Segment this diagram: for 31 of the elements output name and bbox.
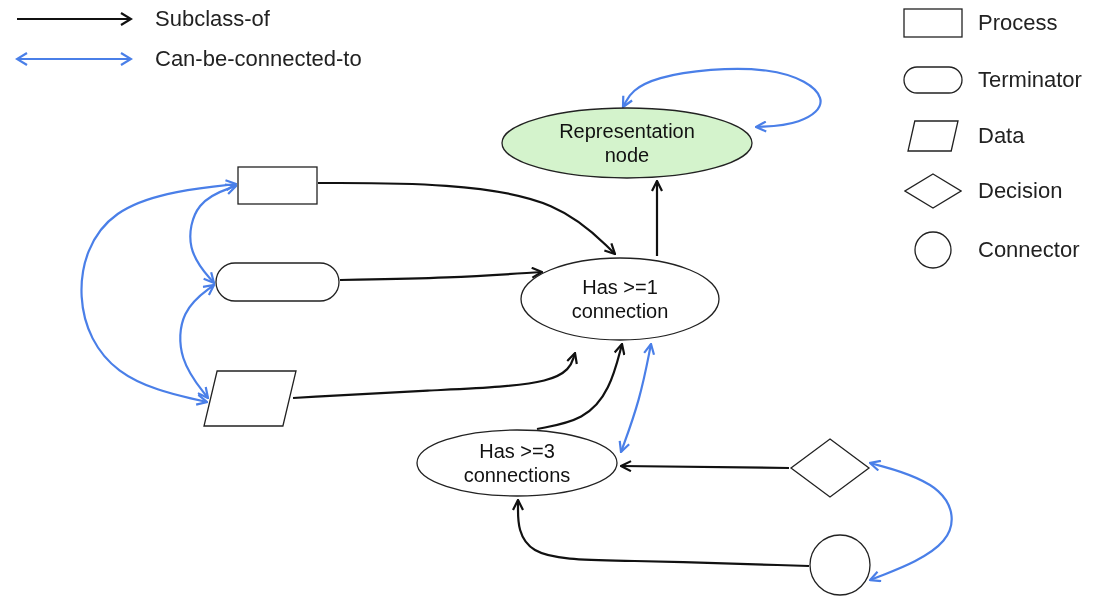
legend-label: Subclass-of <box>155 6 270 32</box>
arrow <box>511 498 810 568</box>
legend-label: Terminator <box>978 67 1082 93</box>
double-arrow <box>80 179 238 406</box>
arrow <box>340 266 544 282</box>
double-arrow <box>868 459 953 583</box>
legend-label: Process <box>978 10 1058 36</box>
ellipse-node <box>501 107 753 179</box>
connector-circle <box>809 534 871 596</box>
node-label: Has >=3 connections <box>462 439 572 487</box>
arrow <box>318 181 617 256</box>
decision-diamond <box>790 438 870 498</box>
double-arrow <box>179 283 216 400</box>
process-box <box>237 166 318 205</box>
arrow <box>650 179 664 256</box>
double-arrow <box>621 67 822 133</box>
arrow <box>619 460 789 473</box>
node-label: Has >=1 connection <box>570 275 670 323</box>
legend-label: Decision <box>978 178 1063 204</box>
ellipse-node <box>416 429 618 497</box>
arrow <box>292 351 578 400</box>
legend-label: Can-be-connected-to <box>155 46 362 72</box>
arrow <box>536 342 626 431</box>
terminator-shape <box>215 262 340 302</box>
node-label: Representation node <box>558 119 696 167</box>
double-arrow <box>618 342 656 454</box>
legend-label: Connector <box>978 237 1080 263</box>
ellipse-node <box>520 257 720 341</box>
legend-label: Data <box>978 123 1025 149</box>
double-arrow <box>189 183 238 285</box>
data-parallelogram <box>203 370 297 427</box>
